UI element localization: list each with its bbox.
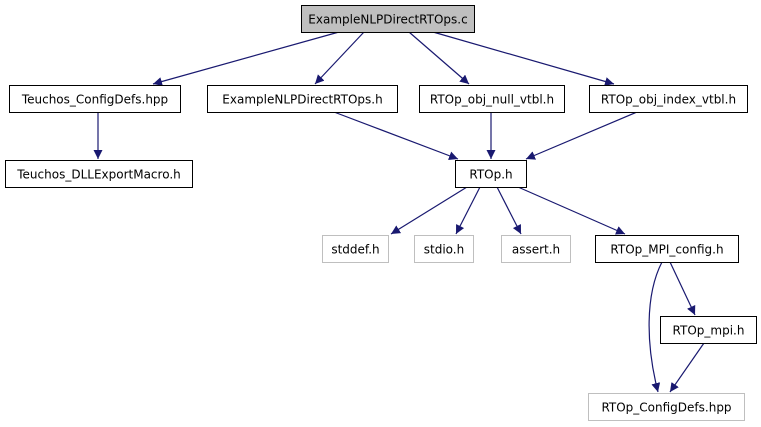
- node-rtop-h[interactable]: RTOp.h: [455, 160, 527, 188]
- node-rtop-configdefs: RTOp_ConfigDefs.hpp: [588, 393, 745, 421]
- edge-root-to-teuchos_config: [152, 31, 340, 86]
- node-label: ExampleNLPDirectRTOps.c: [308, 13, 467, 27]
- node-box: [455, 160, 527, 188]
- node-label: RTOp_obj_index_vtbl.h: [601, 93, 736, 107]
- node-stdio: stdio.h: [414, 235, 474, 263]
- node-box: [322, 235, 389, 263]
- node-label: RTOp_MPI_config.h: [610, 243, 723, 257]
- node-box: [9, 85, 181, 113]
- node-null-vtbl[interactable]: RTOp_obj_null_vtbl.h: [419, 85, 565, 113]
- edge-rtop_h-to-stddef: [390, 186, 468, 235]
- edge-root-to-null_vtbl: [408, 31, 470, 85]
- node-mpi-config[interactable]: RTOp_MPI_config.h: [595, 235, 739, 263]
- node-label: RTOp_obj_null_vtbl.h: [430, 93, 554, 107]
- node-box: [207, 85, 398, 113]
- node-index-vtbl[interactable]: RTOp_obj_index_vtbl.h: [589, 85, 748, 113]
- edge-rtop_mpi-to-rtop_configdefs: [669, 342, 705, 393]
- node-label: Teuchos_DLLExportMacro.h: [16, 168, 181, 182]
- edge-root-to-example_h: [314, 31, 365, 85]
- node-stddef: stddef.h: [322, 235, 389, 263]
- node-teuchos-dll[interactable]: Teuchos_DLLExportMacro.h: [5, 160, 193, 188]
- edge-example_h-to-rtop_h: [333, 111, 459, 161]
- node-box: [589, 85, 748, 113]
- node-box: [5, 160, 193, 188]
- node-teuchos-config[interactable]: Teuchos_ConfigDefs.hpp: [9, 85, 181, 113]
- node-root[interactable]: ExampleNLPDirectRTOps.c: [301, 5, 475, 33]
- node-example-h[interactable]: ExampleNLPDirectRTOps.h: [207, 85, 398, 113]
- edge-index_vtbl-to-rtop_h: [525, 111, 638, 160]
- node-label: RTOp.h: [469, 168, 512, 182]
- edge-rtop_h-to-mpi_config: [517, 186, 626, 235]
- edge-mpi_config-to-rtop_configdefs: [648, 261, 663, 393]
- node-rtop-mpi[interactable]: RTOp_mpi.h: [660, 316, 757, 344]
- node-box: [414, 235, 474, 263]
- edge-mpi_config-to-rtop_mpi: [669, 261, 696, 316]
- node-label: stddef.h: [331, 243, 379, 257]
- node-label: RTOp_ConfigDefs.hpp: [601, 401, 731, 415]
- edge-root-to-index_vtbl: [432, 31, 615, 86]
- nodes-layer: ExampleNLPDirectRTOps.cTeuchos_ConfigDef…: [5, 5, 757, 421]
- node-box: [501, 235, 571, 263]
- node-box: [419, 85, 565, 113]
- node-box: [301, 5, 475, 33]
- edge-rtop_h-to-stdio: [455, 186, 481, 235]
- edge-rtop_h-to-assert: [496, 186, 522, 235]
- node-assert: assert.h: [501, 235, 571, 263]
- node-box: [595, 235, 739, 263]
- node-box: [588, 393, 745, 421]
- node-label: stdio.h: [424, 243, 464, 257]
- node-box: [660, 316, 757, 344]
- node-label: RTOp_mpi.h: [673, 324, 745, 338]
- node-label: ExampleNLPDirectRTOps.h: [222, 93, 382, 107]
- node-label: Teuchos_ConfigDefs.hpp: [21, 93, 168, 107]
- edges-layer: [93, 31, 705, 393]
- node-label: assert.h: [512, 243, 560, 257]
